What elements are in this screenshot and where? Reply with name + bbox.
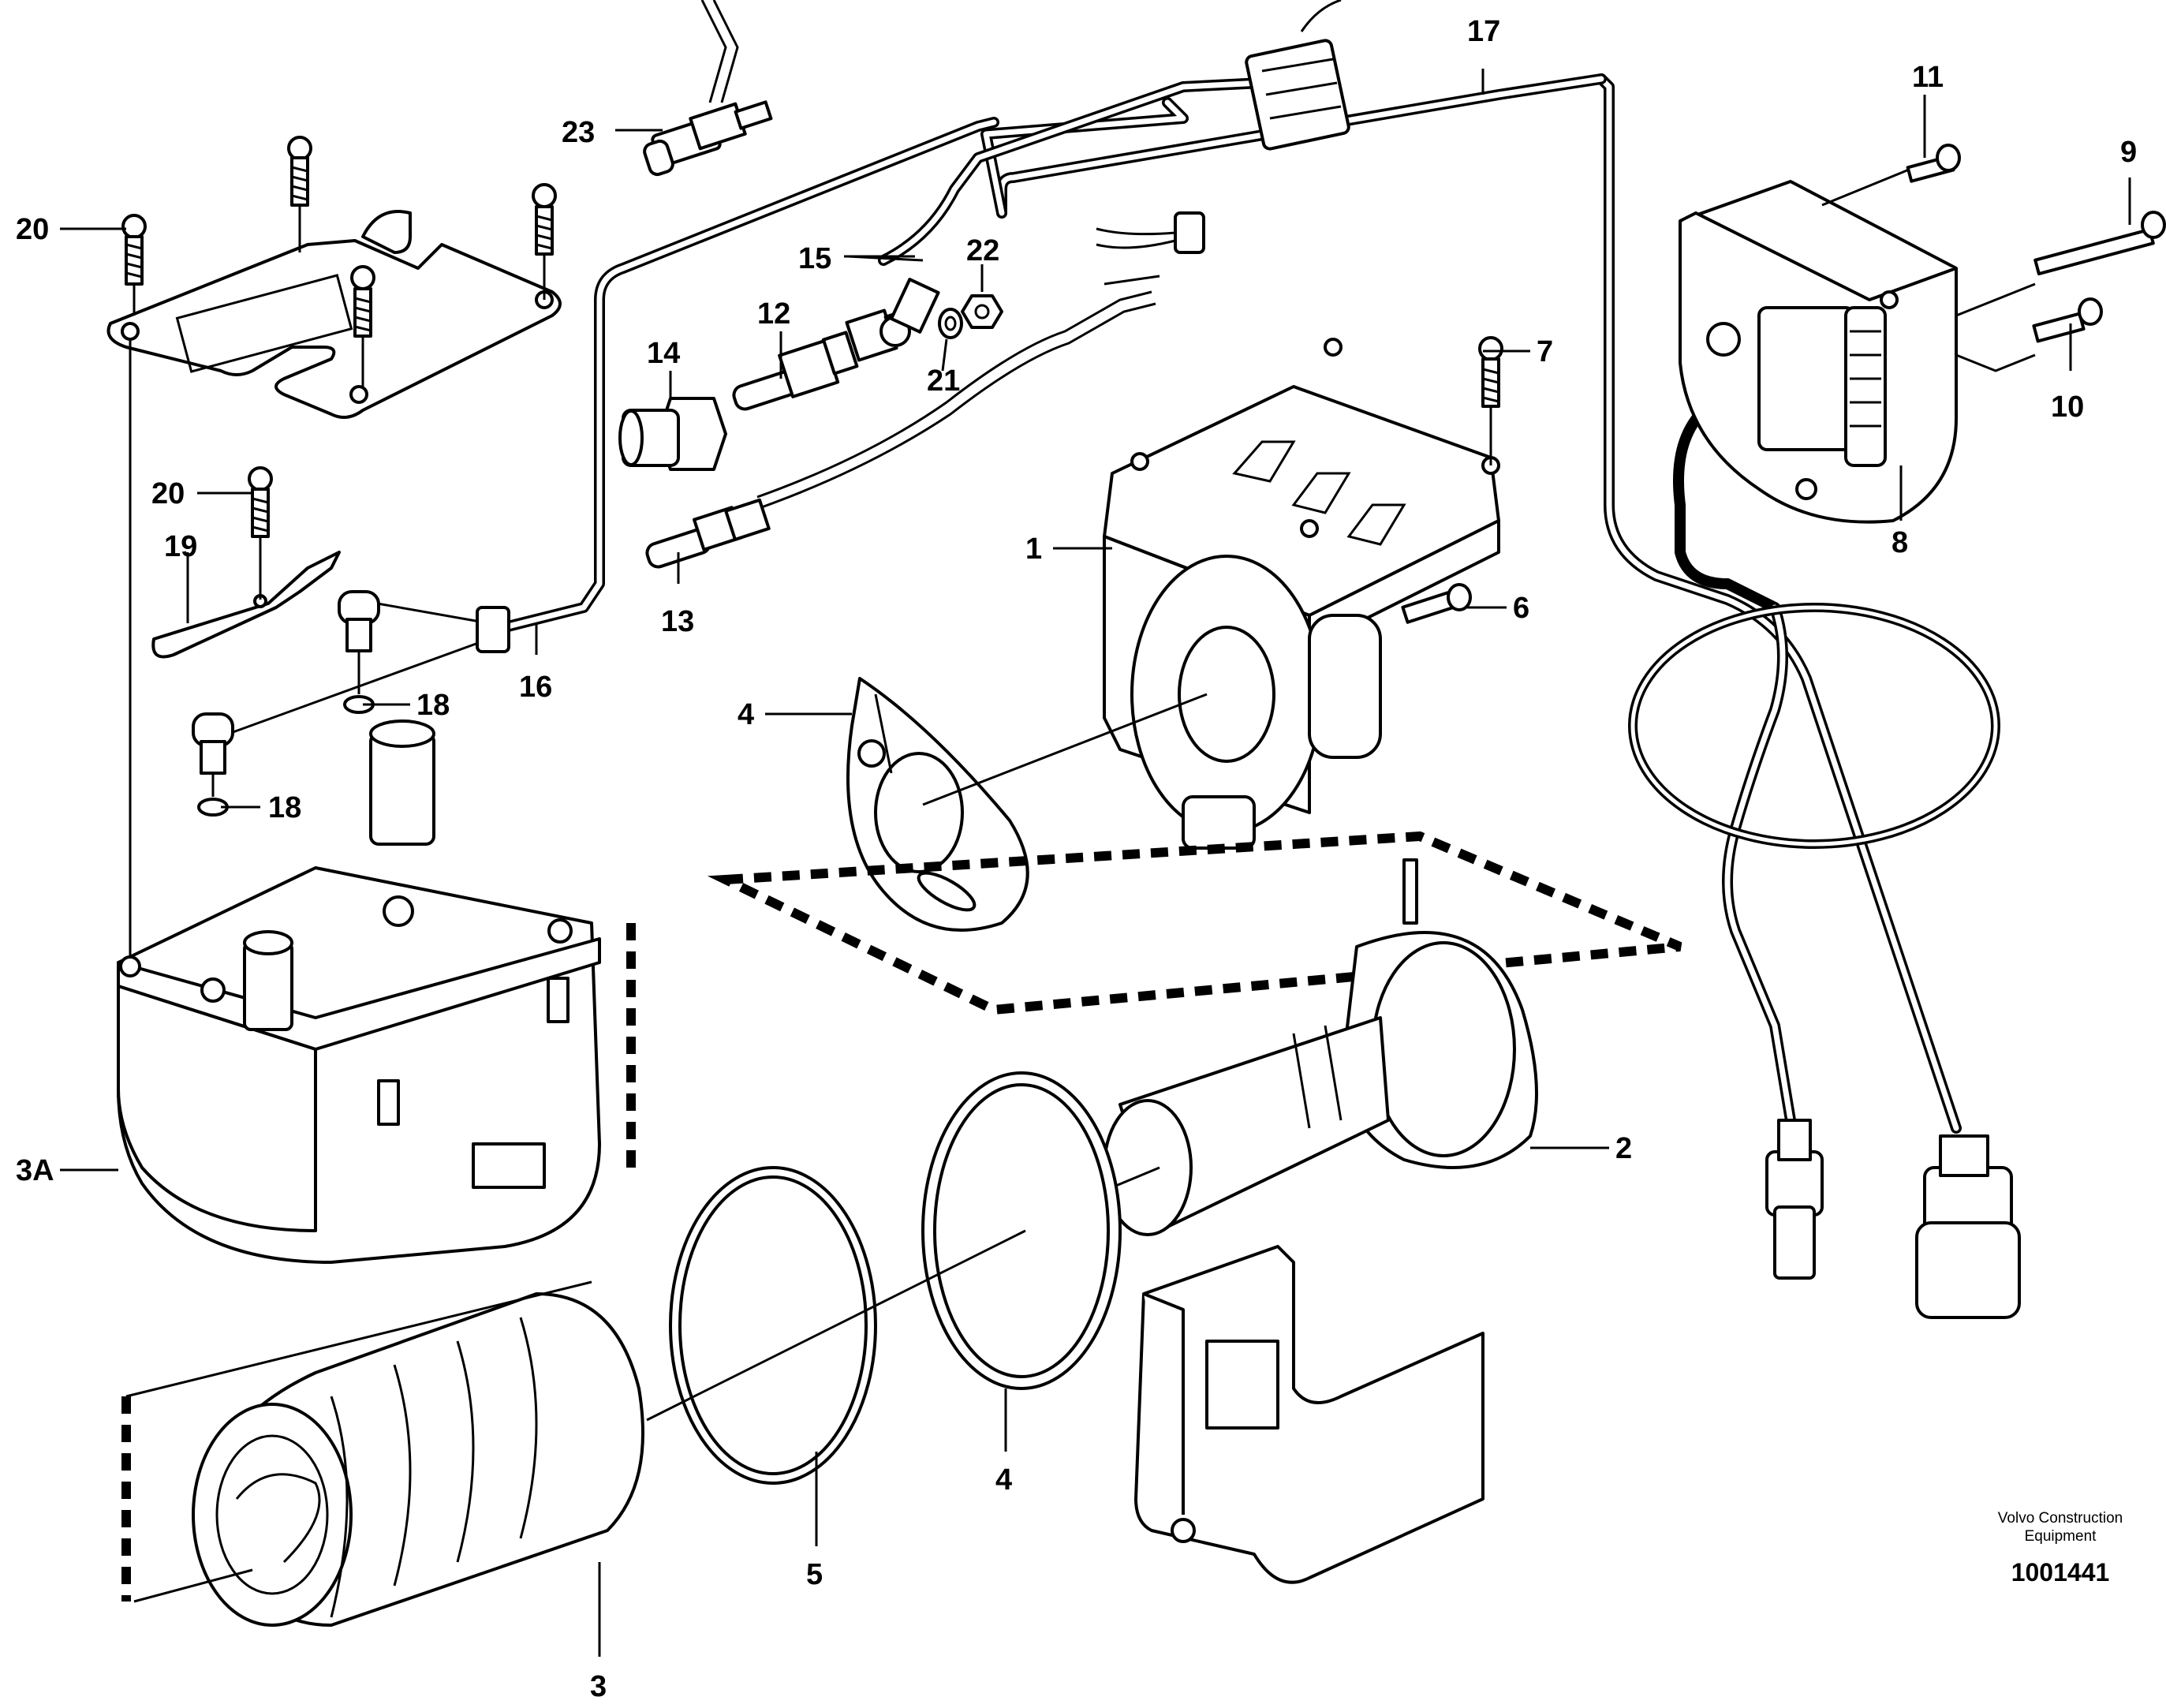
burner-tube-2	[1064, 858, 1538, 1236]
temperature-sensor-wire	[756, 275, 1160, 510]
label-4-upper: 4	[738, 698, 754, 731]
label-17: 17	[1467, 15, 1500, 48]
screw-10	[2032, 297, 2103, 343]
screw-20-clip	[248, 466, 273, 600]
o-ring-5	[646, 1166, 1026, 1485]
label-18-upper: 18	[416, 689, 450, 722]
screw-9	[2033, 211, 2166, 276]
sensor-wire-16	[228, 117, 999, 735]
label-9: 9	[2120, 136, 2137, 169]
label-13: 13	[661, 605, 694, 638]
fitting-14	[618, 397, 727, 471]
gasket-4-ring	[921, 1071, 1122, 1390]
heater-housing-3a	[117, 339, 601, 1264]
screw-11	[1906, 144, 1961, 183]
exhaust-pipe-3	[125, 1280, 644, 1627]
label-10: 10	[2051, 391, 2084, 424]
screw-7	[1478, 336, 1503, 465]
control-box-8	[1679, 180, 1958, 524]
label-7: 7	[1537, 335, 1553, 368]
label-8: 8	[1892, 526, 1908, 559]
label-3a: 3A	[16, 1154, 54, 1187]
label-20-clip: 20	[151, 477, 185, 510]
wiring-harness	[878, 0, 2021, 1319]
label-1: 1	[1025, 533, 1042, 566]
washer-21	[938, 308, 963, 339]
screw-20-top	[121, 214, 147, 316]
screw-top-4	[350, 265, 375, 387]
label-23: 23	[562, 116, 595, 149]
plug-18-lower	[192, 712, 234, 817]
cover-plate	[106, 210, 562, 419]
harness-connector-small	[1765, 1119, 1824, 1280]
screw-top-2	[287, 136, 312, 252]
nut-22	[961, 294, 1003, 329]
label-15: 15	[798, 242, 831, 275]
label-22: 22	[966, 234, 999, 267]
gasket-4-upper	[846, 677, 1208, 932]
label-14: 14	[647, 337, 680, 370]
label-12: 12	[757, 297, 790, 331]
label-4-lower: 4	[995, 1463, 1012, 1497]
sensor-13	[645, 498, 771, 569]
document-id: 1001441	[2011, 1558, 2110, 1587]
screw-6	[1401, 583, 1472, 624]
label-20-top: 20	[16, 213, 49, 246]
label-21: 21	[927, 364, 960, 398]
leader-lines	[60, 69, 2131, 1657]
credit-line-2: Equipment	[2025, 1528, 2097, 1545]
label-3: 3	[590, 1670, 607, 1703]
label-18-lower: 18	[268, 791, 301, 824]
credit-block: Volvo Construction Equipment 1001441	[1998, 1510, 2123, 1587]
sensor-23	[643, 0, 773, 177]
harness-connector-large	[1915, 1134, 2021, 1319]
mounting-bracket	[1134, 1245, 1484, 1584]
label-19: 19	[164, 530, 197, 563]
label-2: 2	[1615, 1132, 1632, 1165]
screw-top-3	[532, 183, 557, 300]
control-unit-1	[1103, 338, 1500, 850]
assembly-dashed-frame-upper	[707, 831, 1682, 1015]
label-16: 16	[519, 671, 552, 704]
harness-connector-top	[1245, 0, 1350, 151]
credit-line-1: Volvo Construction	[1998, 1510, 2123, 1527]
label-6: 6	[1513, 592, 1529, 625]
label-11: 11	[1912, 61, 1944, 94]
cable-tie	[1174, 211, 1205, 254]
label-5: 5	[806, 1558, 823, 1591]
clip-19	[151, 551, 341, 659]
plug-18-upper	[338, 590, 380, 714]
part-labels: 23 20 20 19 15 22 12 14 21 13 16 18 18 1…	[16, 15, 2137, 1703]
terminal-15	[879, 278, 940, 347]
